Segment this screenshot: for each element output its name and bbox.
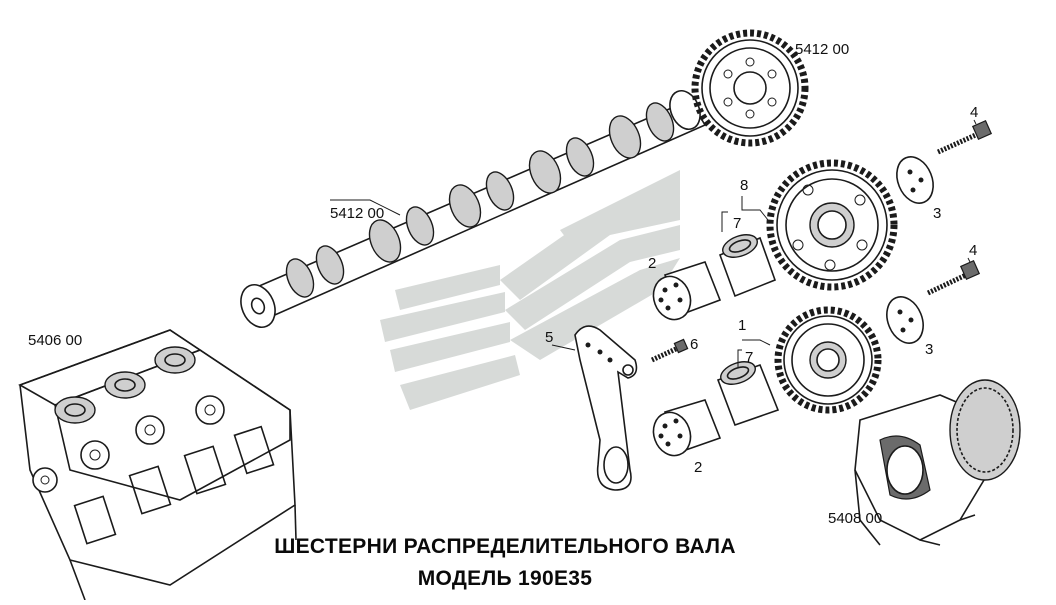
caption-title: ШЕСТЕРНИ РАСПРЕДЕЛИТЕЛЬНОГО ВАЛА — [274, 535, 736, 558]
label-part-3-lower: 3 — [925, 341, 934, 358]
bolt-lower — [926, 259, 981, 296]
label-part-5: 5 — [545, 329, 554, 346]
leader-lines — [330, 119, 977, 368]
label-part-8: 8 — [740, 177, 749, 194]
support-bracket — [574, 325, 638, 491]
hub-lower — [652, 399, 722, 457]
label-part-7-lower: 7 — [745, 349, 754, 366]
label-part-4-lower: 4 — [969, 242, 978, 259]
label-camshaft-gear: 5412 00 — [795, 41, 850, 58]
cylinder-head — [18, 329, 297, 601]
bolt-upper — [936, 119, 993, 155]
label-part-4-upper: 4 — [970, 104, 979, 121]
caption-model: МОДЕЛЬ 190Е35 — [417, 567, 593, 590]
crankshaft — [854, 379, 1021, 546]
screw-6 — [650, 338, 689, 363]
label-part-3-upper: 3 — [933, 205, 942, 222]
idler-gear-upper — [766, 159, 898, 291]
camshaft-gear — [691, 29, 809, 147]
label-part-1: 1 — [738, 317, 747, 334]
label-part-6: 6 — [690, 336, 699, 353]
label-part-2-lower: 2 — [694, 459, 703, 476]
label-camshaft: 5412 00 — [330, 205, 385, 222]
hub-upper — [652, 261, 722, 321]
label-part-7-upper: 7 — [733, 215, 742, 232]
bushing-upper — [718, 234, 777, 298]
bushing-lower — [716, 361, 780, 427]
label-cylinder-head: 5406 00 — [28, 332, 83, 349]
washer-upper — [896, 156, 934, 204]
washer-lower — [886, 296, 924, 344]
label-crankshaft: 5408 00 — [828, 510, 883, 527]
label-part-2-upper: 2 — [648, 255, 657, 272]
idler-gear-lower — [774, 306, 882, 414]
watermark-logo — [380, 170, 680, 410]
